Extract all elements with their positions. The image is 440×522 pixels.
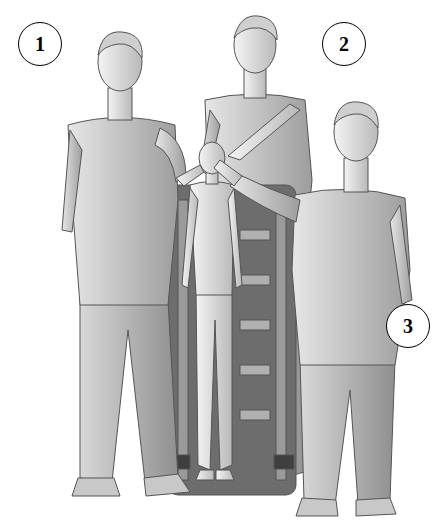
patient-mannequin <box>182 142 242 480</box>
callout-number: 1 <box>35 33 45 56</box>
callout-number: 2 <box>339 33 349 56</box>
callout-circle: 1 <box>18 22 62 66</box>
rescuer-one <box>62 32 204 496</box>
callout-circle: 2 <box>322 22 366 66</box>
spine-board <box>168 185 296 495</box>
callout-number: 3 <box>403 315 413 338</box>
callout-circle: 3 <box>386 304 430 348</box>
rescuer-three <box>214 102 412 516</box>
